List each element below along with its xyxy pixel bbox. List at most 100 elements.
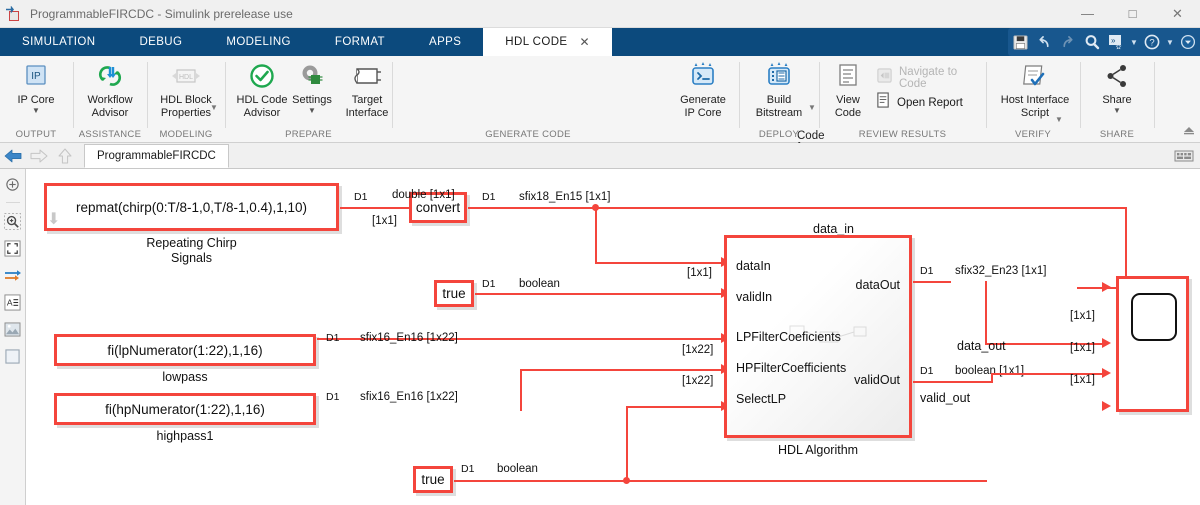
share-button[interactable]: Share ▼: [1081, 60, 1153, 115]
workflow-advisor-button[interactable]: Workflow Advisor: [74, 60, 146, 119]
view-code-icon: [836, 60, 860, 92]
tab-apps[interactable]: APPS: [429, 36, 462, 48]
tab-simulation[interactable]: SIMULATION: [22, 36, 96, 48]
host-interface-script-dropdown-icon[interactable]: ▼: [1055, 115, 1063, 124]
valid-in-constant-block[interactable]: true: [434, 280, 474, 307]
repeating-chirp-signals-block[interactable]: repmat(chirp(0:T/8-1,0,T/8-1,0.4),1,10): [44, 183, 339, 231]
wire-dataout-riser: [985, 281, 987, 344]
collapse-ribbon-icon[interactable]: [1182, 122, 1196, 140]
arrow-scope-port3: [1102, 368, 1111, 378]
generate-ip-core-button[interactable]: Generate IP Core: [668, 60, 738, 119]
find-icon[interactable]: [1080, 30, 1104, 54]
forward-arrow-icon: [26, 143, 52, 169]
hdl-algorithm-subsystem[interactable]: dataIn validIn LPFilterCoeficients HPFil…: [724, 235, 912, 438]
lowpass-constant-block[interactable]: fi(lpNumerator(1:22),1,16): [54, 334, 316, 366]
arrow-scope-port2: [1102, 338, 1111, 348]
subsystem-input-hpfiltercoefficients: HPFilterCoefficients: [736, 361, 847, 375]
wire-scope-port1: [1077, 287, 1127, 289]
ribbon-group-assistance: Workflow Advisor ASSISTANCE: [74, 56, 146, 143]
highpass1-caption: highpass1: [156, 429, 214, 443]
wire-sfix18-to-scope: [1125, 207, 1127, 287]
more-options-icon[interactable]: [1176, 30, 1200, 54]
wire-validout: [913, 381, 993, 383]
image-icon[interactable]: [4, 320, 22, 338]
dim-1x22-lp: [1x22]: [682, 344, 714, 356]
undo-icon[interactable]: [1032, 30, 1056, 54]
area-icon[interactable]: [4, 347, 22, 365]
signal-sfix16-en16-lp: sfix16_En16 [1x22]: [360, 332, 458, 344]
label-valid-out: valid_out: [920, 391, 971, 405]
signal-sfix16-en16-hp: sfix16_En16 [1x22]: [360, 391, 458, 403]
selectlp-constant-text: true: [421, 472, 445, 487]
hdl-algorithm-caption: HDL Algorithm: [777, 443, 859, 457]
hdl-block-properties-button[interactable]: HDL HDL Block Properties: [150, 60, 222, 119]
add-viewer-icon[interactable]: [4, 175, 22, 193]
zoom-region-icon[interactable]: [4, 212, 22, 230]
view-code-button[interactable]: View Code: [824, 60, 872, 119]
ribbon-toolbar: IP IP Core ▼ OUTPUT: [0, 56, 1200, 170]
ip-core-label: IP Core: [17, 94, 55, 106]
wire-highpass-riser: [520, 369, 522, 411]
tab-format[interactable]: FORMAT: [334, 36, 385, 48]
host-interface-script-button[interactable]: Host Interface Script: [995, 60, 1075, 119]
help-dropdown-icon[interactable]: ▼: [1166, 37, 1174, 47]
tab-debug[interactable]: DEBUG: [139, 36, 183, 48]
highpass1-constant-block[interactable]: fi(hpNumerator(1:22),1,16): [54, 393, 316, 425]
minimize-button[interactable]: —: [1081, 6, 1094, 21]
hdl-block-properties-dropdown-icon[interactable]: ▼: [210, 103, 218, 112]
wire-validout-to-scope: [991, 373, 1102, 375]
hdl-code-advisor-button[interactable]: HDL Code Advisor: [226, 60, 298, 119]
target-interface-button[interactable]: Target Interface: [339, 60, 395, 119]
fit-to-view-icon[interactable]: [4, 239, 22, 257]
subsystem-input-datain: dataIn: [736, 259, 771, 273]
ribbon-group-output: IP IP Core ▼ OUTPUT: [0, 56, 72, 143]
back-arrow-icon[interactable]: [0, 143, 26, 169]
favorites-dropdown-icon[interactable]: ▼: [1130, 37, 1138, 47]
ip-core-dropdown-icon[interactable]: ▼: [32, 105, 40, 115]
generate-ip-core-icon: [688, 60, 718, 92]
generate-ip-core-label: Generate IP Core: [680, 94, 726, 119]
help-icon[interactable]: ?: [1140, 30, 1164, 54]
annotation-icon[interactable]: A: [4, 293, 22, 311]
favorites-icon[interactable]: »: [1104, 30, 1128, 54]
convert-block[interactable]: convert: [409, 192, 467, 223]
settings-dropdown-icon[interactable]: ▼: [308, 105, 316, 115]
window-title: ProgrammableFIRCDC - Simulink prerelease…: [30, 6, 293, 21]
model-canvas[interactable]: repmat(chirp(0:T/8-1,0,T/8-1,0.4),1,10) …: [27, 169, 1200, 505]
wire-highpass: [520, 369, 723, 371]
dim-1x1-datain: [1x1]: [687, 267, 712, 279]
build-bitstream-button[interactable]: Build Bitstream: [743, 60, 815, 119]
open-report-button[interactable]: Open Report: [876, 92, 963, 114]
breadcrumb[interactable]: ProgrammableFIRCDC: [84, 143, 229, 168]
signal-routing-icon[interactable]: [4, 266, 22, 284]
share-label: Share: [1102, 94, 1132, 106]
svg-text:?: ?: [1149, 38, 1154, 49]
redo-icon[interactable]: [1056, 30, 1080, 54]
selectlp-constant-block[interactable]: true: [413, 466, 453, 493]
wire-chirp-to-convert: [340, 207, 414, 209]
subsystem-output-validout: validOut: [854, 373, 900, 387]
group-label-verify: VERIFY: [1014, 129, 1052, 140]
ip-core-button[interactable]: IP IP Core ▼: [0, 60, 72, 115]
scope-block[interactable]: [1116, 276, 1189, 412]
dim-1x1-scope-2: [1x1]: [1070, 342, 1095, 354]
maximize-button[interactable]: □: [1128, 6, 1137, 21]
model-explorer-icon[interactable]: [1174, 149, 1200, 163]
close-button[interactable]: ✕: [1172, 5, 1183, 21]
wire-dataout: [913, 281, 951, 283]
ribbon-tab-strip: SIMULATION DEBUG MODELING FORMAT APPS HD…: [0, 28, 1200, 56]
tab-hdl-code[interactable]: HDL CODE ✕: [483, 28, 612, 56]
save-icon[interactable]: [1008, 30, 1032, 54]
settings-button[interactable]: Settings ▼: [284, 60, 340, 115]
d1-selectlp-const: D1: [461, 463, 475, 475]
ribbon-group-review-results: View Code Navigate to Code Open Report R…: [820, 56, 985, 143]
share-dropdown-icon[interactable]: ▼: [1113, 105, 1121, 115]
tab-modeling[interactable]: MODELING: [226, 36, 291, 48]
close-icon[interactable]: ✕: [579, 35, 590, 49]
build-bitstream-dropdown-icon[interactable]: ▼: [808, 103, 816, 112]
signal-boolean-validin: boolean: [519, 278, 560, 290]
group-label-generate-code: GENERATE CODE: [485, 129, 571, 140]
signal-sfix32-en23: sfix32_En23 [1x1]: [955, 265, 1047, 277]
navigate-to-code-button: Navigate to Code: [876, 66, 985, 90]
d1-chirp-out: D1: [354, 191, 368, 203]
